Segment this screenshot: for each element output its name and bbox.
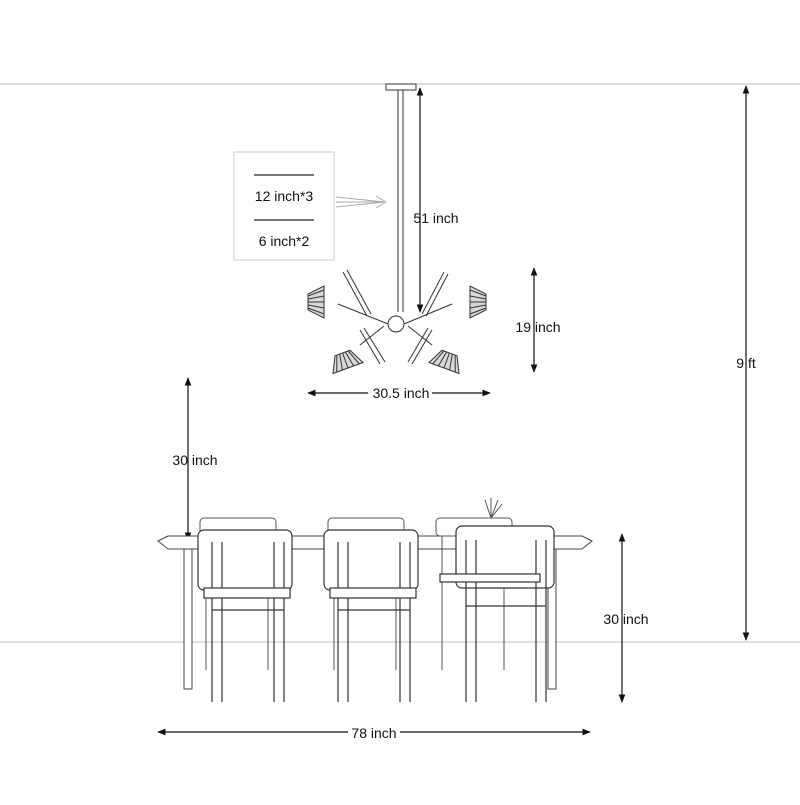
drop-dimension-label: 51 inch (413, 210, 458, 226)
shade-right-lower (428, 349, 460, 375)
shade-left-upper (307, 285, 325, 319)
chair-front-3 (439, 525, 555, 702)
rod-6-label: 6 inch*2 (259, 233, 310, 249)
ceiling-height-label: 9 ft (736, 355, 756, 371)
table-height-label: 30 inch (603, 611, 648, 627)
center-hub (387, 315, 405, 333)
rod-legend-box: 12 inch*3 6 inch*2 (233, 151, 335, 261)
shade-right-upper (469, 285, 487, 319)
chair-front-1 (197, 529, 293, 702)
ceiling-canopy (385, 83, 417, 91)
fixture-height-label: 19 inch (515, 319, 560, 335)
legend-pointer-arrow (335, 195, 387, 209)
fixture-width-label: 30.5 inch (373, 385, 430, 401)
chair-front-2 (323, 529, 419, 702)
rod-12-label: 12 inch*3 (255, 188, 314, 204)
front-chairs (197, 525, 555, 702)
table-length-label: 78 inch (351, 725, 396, 741)
clearance-label: 30 inch (172, 452, 217, 468)
shade-left-lower (332, 349, 364, 375)
chandelier (337, 83, 453, 365)
